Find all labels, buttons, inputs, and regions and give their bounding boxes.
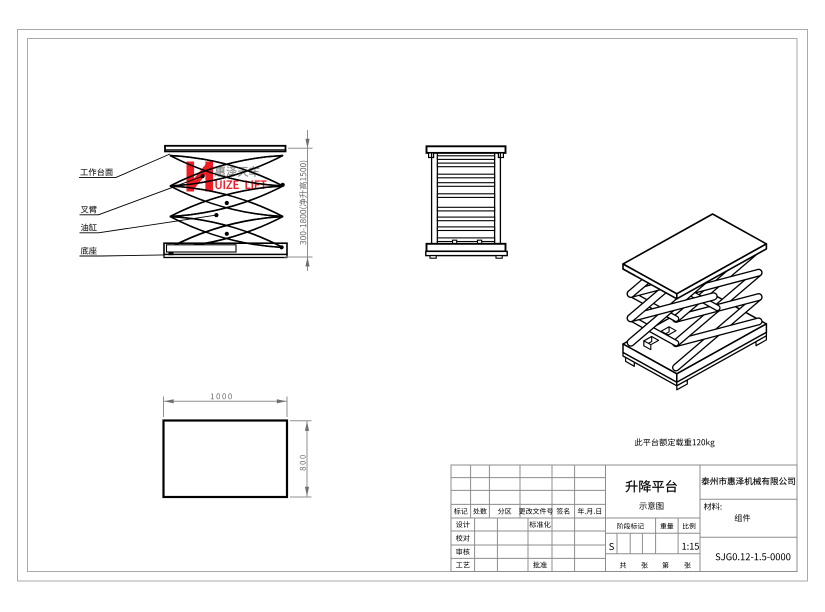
tb-sheet-2 [662, 561, 669, 569]
front-dim-text [299, 160, 308, 245]
tb-stage-label [617, 522, 644, 530]
plan-rect [162, 419, 289, 499]
plan-view [162, 396, 312, 499]
tb-signrow-2 [456, 548, 470, 555]
tb-header-5 [577, 507, 602, 515]
side-platform [425, 145, 507, 154]
tb-material-value [734, 514, 751, 522]
inner-border [27, 38, 798, 572]
tb-header-3 [518, 507, 554, 515]
side-base [425, 242, 507, 253]
front-view-outline [163, 144, 288, 259]
tb-sheet-0 [619, 561, 627, 569]
side-view [425, 145, 508, 259]
plan-dim-width [210, 393, 232, 400]
label-platform [80, 168, 113, 176]
title-block-grid [451, 465, 797, 572]
front-dim-height [284, 130, 313, 271]
tb-scale-value [682, 542, 699, 550]
tb-signrow-3 [455, 561, 470, 568]
tb-approval [533, 561, 547, 569]
tb-header-0 [453, 507, 468, 515]
label-cylinder [80, 223, 97, 232]
plan-dim-depth [299, 455, 306, 471]
tb-header-1 [473, 507, 487, 515]
load-note [634, 438, 715, 448]
tb-drawing-no [715, 553, 791, 561]
iso-view [622, 213, 768, 391]
tb-scale-label [682, 522, 696, 530]
tb-material-label [703, 502, 722, 511]
tb-signrow-0 [455, 521, 470, 528]
tb-standardization [529, 521, 551, 528]
tb-header-2 [498, 508, 512, 515]
label-arm [80, 205, 97, 214]
tb-header-4 [556, 507, 570, 515]
tb-title [625, 480, 678, 493]
front-platform [164, 144, 287, 153]
tb-sheet-3 [684, 562, 691, 569]
tb-weight-label [660, 522, 674, 529]
label-base [80, 246, 97, 255]
front-view-labels [79, 153, 217, 257]
tb-stage-value [609, 542, 614, 551]
tb-sheet-1 [641, 562, 648, 569]
tb-company [701, 477, 795, 486]
title-block [450, 464, 798, 572]
outer-border [17, 29, 808, 582]
tb-signrow-1 [455, 534, 470, 542]
drawing-border [17, 29, 808, 582]
tb-subtitle [639, 501, 664, 510]
